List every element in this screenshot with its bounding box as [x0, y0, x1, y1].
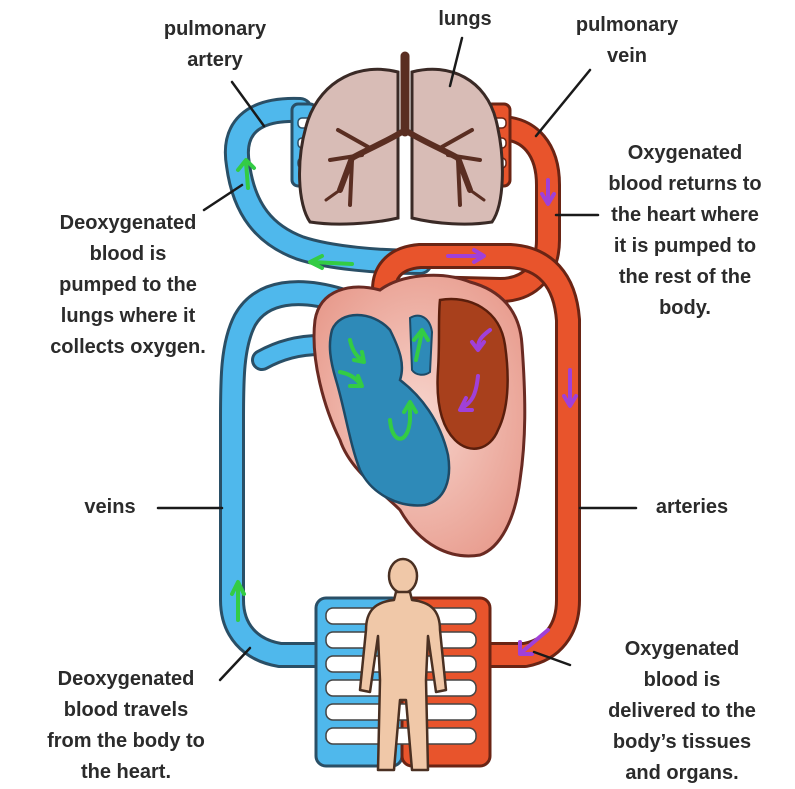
label-line: Oxygenated	[575, 138, 795, 169]
label-line: the heart.	[16, 757, 236, 788]
label-line: lungs	[400, 4, 530, 35]
label-line: Deoxygenated	[18, 208, 238, 239]
label-line: lungs where it	[18, 301, 238, 332]
right-lung	[412, 69, 502, 224]
label-oxygenated-returns: Oxygenated blood returns to the heart wh…	[575, 138, 795, 324]
label-line: pulmonary	[552, 10, 702, 41]
label-line: pulmonary	[130, 14, 300, 45]
label-line: it is pumped to	[575, 231, 795, 262]
label-pulmonary-artery: pulmonary artery	[130, 14, 300, 76]
label-pulmonary-vein: pulmonary vein	[552, 10, 702, 72]
label-line: blood is	[18, 239, 238, 270]
label-line: vein	[552, 41, 702, 72]
label-veins: veins	[60, 492, 160, 523]
label-line: arteries	[632, 492, 752, 523]
label-line: pumped to the	[18, 270, 238, 301]
label-line: body’s tissues	[572, 727, 792, 758]
leader-pulmonary-vein	[536, 70, 590, 136]
label-line: blood travels	[16, 695, 236, 726]
label-line: Deoxygenated	[16, 664, 236, 695]
label-line: Oxygenated	[572, 634, 792, 665]
label-line: the heart where	[575, 200, 795, 231]
label-lungs: lungs	[400, 4, 530, 35]
label-line: artery	[130, 45, 300, 76]
label-arteries: arteries	[632, 492, 752, 523]
lungs-graphic	[300, 56, 503, 224]
heart-graphic	[314, 275, 525, 556]
label-line: from the body to	[16, 726, 236, 757]
label-line: the rest of the	[575, 262, 795, 293]
label-oxygenated-delivered: Oxygenated blood is delivered to the bod…	[572, 634, 792, 789]
label-line: delivered to the	[572, 696, 792, 727]
label-line: collects oxygen.	[18, 332, 238, 363]
label-deoxygenated-travels: Deoxygenated blood travels from the body…	[16, 664, 236, 788]
left-heart-chamber	[438, 299, 508, 449]
label-line: blood returns to	[575, 169, 795, 200]
label-line: veins	[60, 492, 160, 523]
label-line: body.	[575, 293, 795, 324]
label-line: blood is	[572, 665, 792, 696]
label-line: and organs.	[572, 758, 792, 789]
label-deoxygenated-pumped: Deoxygenated blood is pumped to the lung…	[18, 208, 238, 363]
